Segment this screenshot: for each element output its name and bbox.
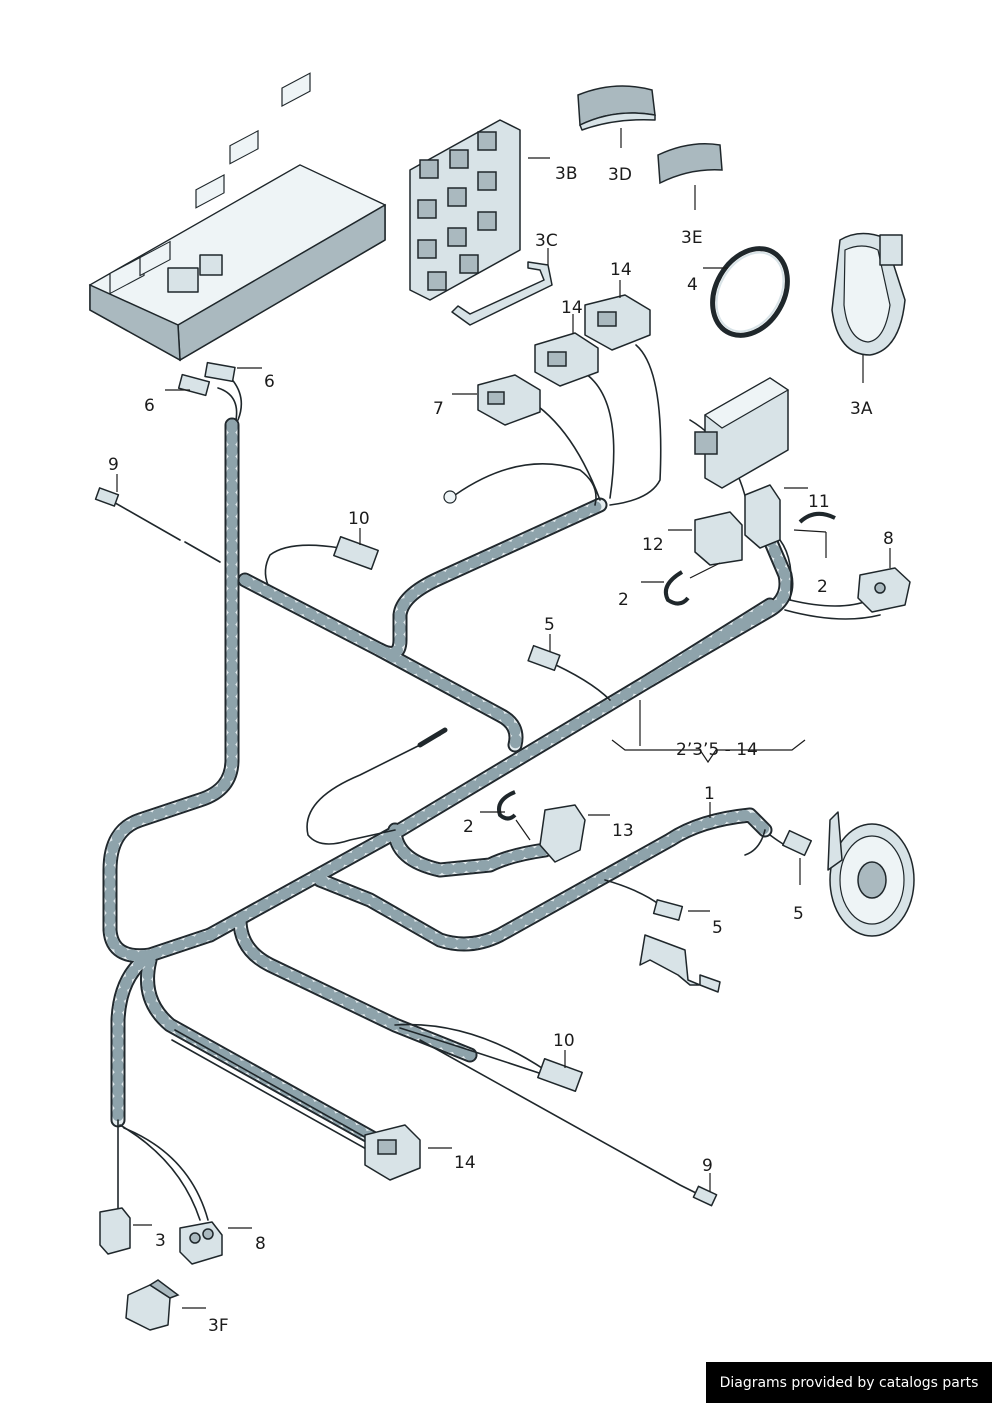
callout-14-lower: 14 xyxy=(454,1153,476,1173)
connector-3 xyxy=(99,1207,131,1255)
connector-6a xyxy=(204,361,236,383)
clip-2-right xyxy=(663,570,690,606)
callout-2-right: 2 xyxy=(817,577,828,597)
callout-9-top: 9 xyxy=(108,455,119,475)
harness-segment xyxy=(644,534,792,686)
harness-segment xyxy=(104,419,238,962)
relay-strip-3d xyxy=(577,85,656,131)
harness-segment xyxy=(374,644,522,751)
relay-strip-3e xyxy=(657,143,723,185)
connector-10-lower xyxy=(537,1058,583,1092)
callout-range: 2’3’5 - 14 xyxy=(676,740,758,760)
callout-13: 13 xyxy=(612,821,634,841)
callout-6-right: 6 xyxy=(264,372,275,392)
callout-6-left: 6 xyxy=(144,396,155,416)
leader-lines xyxy=(116,128,891,1309)
harness-segment xyxy=(142,954,391,1151)
callout-5-middle: 5 xyxy=(544,615,555,635)
callout-3f: 3F xyxy=(208,1316,229,1336)
callout-2-center: 2 xyxy=(463,817,474,837)
credit-banner: Diagrams provided by catalogs parts xyxy=(706,1362,992,1403)
clip-11 xyxy=(798,511,836,524)
harness-segment xyxy=(389,824,551,876)
harness-segment xyxy=(104,419,238,962)
connector-14-middle xyxy=(534,332,599,387)
connector-12 xyxy=(694,511,743,566)
bracket-3c xyxy=(451,261,553,326)
harness-segment xyxy=(140,952,393,1153)
callout-12: 12 xyxy=(642,535,664,555)
callout-3b: 3B xyxy=(555,164,577,184)
bracket-3f xyxy=(125,1279,180,1331)
callout-5-right: 5 xyxy=(793,904,804,924)
harness-segment xyxy=(204,599,776,941)
clip-2-center xyxy=(497,790,517,821)
callout-3e: 3E xyxy=(681,228,703,248)
callout-2-left: 2 xyxy=(618,590,629,610)
callout-14-second: 14 xyxy=(561,298,583,318)
callout-11: 11 xyxy=(808,492,830,512)
callout-3a: 3A xyxy=(850,399,873,419)
switch-bracket xyxy=(639,934,721,993)
callout-14-top: 14 xyxy=(610,260,632,280)
harness-segment xyxy=(314,809,771,950)
connector-8-lower xyxy=(179,1221,223,1265)
callout-4: 4 xyxy=(687,275,698,295)
connector-7 xyxy=(477,374,541,426)
harness-segment xyxy=(112,949,156,1126)
ring-terminal xyxy=(443,490,457,504)
connector-6b xyxy=(177,373,211,397)
callout-7: 7 xyxy=(433,399,444,419)
connector-10-upper xyxy=(333,536,379,570)
callout-3: 3 xyxy=(155,1231,166,1251)
sensor-probe xyxy=(417,727,448,748)
callout-1: 1 xyxy=(704,784,715,804)
connector-11 xyxy=(744,484,781,549)
callout-5-lower: 5 xyxy=(712,918,723,938)
relay-plate-3b xyxy=(409,119,521,301)
harness-fill xyxy=(104,419,792,1151)
harness-segment xyxy=(102,417,240,964)
wiring-harness xyxy=(102,417,794,1153)
horn-lamp xyxy=(827,811,915,937)
connector-5-middle xyxy=(527,644,561,672)
connector-9-upper xyxy=(94,487,120,507)
connector-9-lower xyxy=(692,1185,718,1207)
connector-14-lower xyxy=(364,1124,421,1181)
callout-8-right: 8 xyxy=(883,529,894,549)
connector-13 xyxy=(539,804,586,863)
harness-outline xyxy=(102,417,794,1153)
connector-5-right xyxy=(781,829,813,857)
callout-3c: 3C xyxy=(535,231,558,251)
callout-10-top: 10 xyxy=(348,509,370,529)
callout-10-lower: 10 xyxy=(553,1031,575,1051)
callout-labels: 3B 3D 3C 3E 14 4 14 3A 6 6 7 9 10 11 12 … xyxy=(108,164,894,1336)
harness-segment xyxy=(234,914,476,1061)
harness-tape xyxy=(104,419,792,1151)
callout-3d: 3D xyxy=(608,165,632,185)
connector-14-upper xyxy=(584,294,651,351)
connector-8-right xyxy=(857,567,911,613)
callout-9-lower: 9 xyxy=(702,1156,713,1176)
housing-3a xyxy=(831,232,906,356)
callout-8-lower: 8 xyxy=(255,1234,266,1254)
control-unit xyxy=(694,377,790,489)
connector-5-lower xyxy=(652,899,684,921)
relay-carrier-box xyxy=(88,72,387,362)
seal-ring-4 xyxy=(710,246,790,338)
